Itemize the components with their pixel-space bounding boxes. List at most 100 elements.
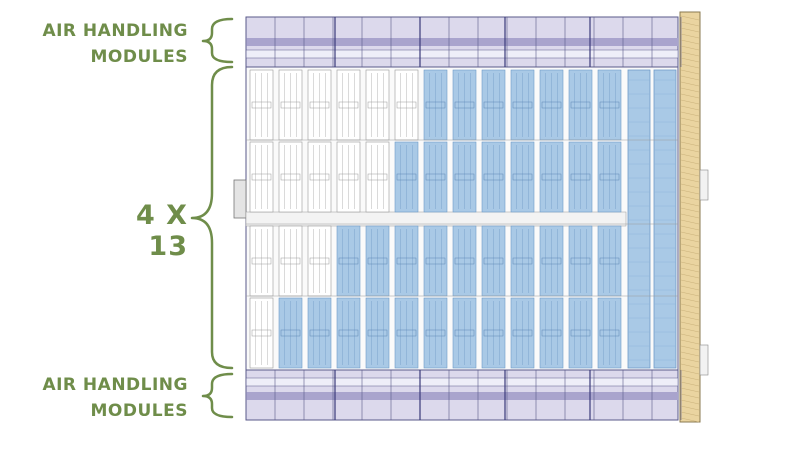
gallery-hatch [680,189,700,195]
rack-unit [338,101,359,109]
rack-unit [396,329,417,337]
gallery-hatch [680,225,700,231]
gallery-hatch [680,249,700,255]
rack-unit [454,329,475,337]
gallery-hatch [680,381,700,387]
air-handling-label-bottom-line2: MODULES [90,401,188,421]
gallery-hatch [680,69,700,75]
rack-unit [599,257,620,265]
rack-unit [251,257,272,265]
air-handling-label-top-line2: MODULES [90,47,188,67]
gallery-hatch [680,363,700,369]
gallery-hatch [680,351,700,357]
gallery-hatch [680,393,700,399]
rack-unit [280,257,301,265]
rack-unit [280,173,301,181]
gallery-hatch [680,93,700,99]
gallery-hatch [680,117,700,123]
stair [233,179,247,219]
gallery-hatch [680,129,700,135]
rack-unit [396,173,417,181]
gallery-hatch [680,201,700,207]
rack-unit [570,101,591,109]
rack-unit [454,173,475,181]
gallery-hatch [680,309,700,315]
gallery-hatch [680,15,700,21]
rack-unit [512,173,533,181]
rack-unit [338,329,359,337]
rack-unit [309,173,330,181]
rack-unit [483,257,504,265]
rack-unit [367,173,388,181]
right-fixture [699,344,709,376]
rack-unit [512,329,533,337]
rack-unit [599,329,620,337]
gallery-hatch [680,411,700,417]
gallery-hatch [680,417,700,423]
rack-unit [251,101,272,109]
rack-unit [309,257,330,265]
gallery-hatch [680,159,700,165]
rack-unit [367,257,388,265]
gallery-hatch [680,273,700,279]
rack-unit [483,101,504,109]
pod-count-label: 4 X 13 [135,200,188,262]
gallery-hatch [680,387,700,393]
gallery-hatch [680,63,700,69]
rack-unit [251,173,272,181]
gallery-hatch [680,147,700,153]
gallery-hatch [680,243,700,249]
gallery-hatch [680,297,700,303]
gallery-hatch [680,171,700,177]
gallery-hatch [680,105,700,111]
gallery-hatch [680,285,700,291]
air-handling-label-bottom-line1: AIR HANDLING [42,375,188,395]
rack-unit [425,257,446,265]
rack-unit [541,329,562,337]
rack-unit [570,173,591,181]
hall-column [627,69,651,369]
gallery-hatch [680,291,700,297]
rack-unit [396,101,417,109]
rack-unit [425,173,446,181]
rack-unit [483,329,504,337]
top-ahu-detail [245,49,679,59]
gallery-hatch [680,237,700,243]
gallery-hatch [680,207,700,213]
gallery-hatch [680,183,700,189]
rack-unit [454,257,475,265]
rack-unit [512,257,533,265]
gallery-hatch [680,81,700,87]
rack-unit [570,329,591,337]
rack-unit [425,101,446,109]
gallery-hatch [680,51,700,57]
gallery-hatch [680,315,700,321]
rack-unit [280,101,301,109]
rack-unit [280,329,301,337]
bottom-ahu-stripe [246,392,678,400]
gallery-hatch [680,369,700,375]
gallery-hatch [680,21,700,27]
rack-unit [541,173,562,181]
gallery-hatch [680,261,700,267]
air-handling-label-top-line1: AIR HANDLING [42,21,188,41]
gallery-hatch [680,111,700,117]
rack-unit [367,329,388,337]
rack-unit [570,257,591,265]
rack-unit [541,257,562,265]
rack-unit [541,101,562,109]
curly-brace-icon [201,372,234,419]
rack-unit [512,101,533,109]
rack-unit [251,329,272,337]
gallery-hatch [680,33,700,39]
gallery-hatch [680,153,700,159]
bottom-ahu-detail [245,377,679,387]
curly-brace-icon [201,17,234,64]
gallery-hatch [680,177,700,183]
gallery-hatch [680,333,700,339]
gallery-hatch [680,27,700,33]
gallery-hatch [680,213,700,219]
gallery-hatch [680,45,700,51]
